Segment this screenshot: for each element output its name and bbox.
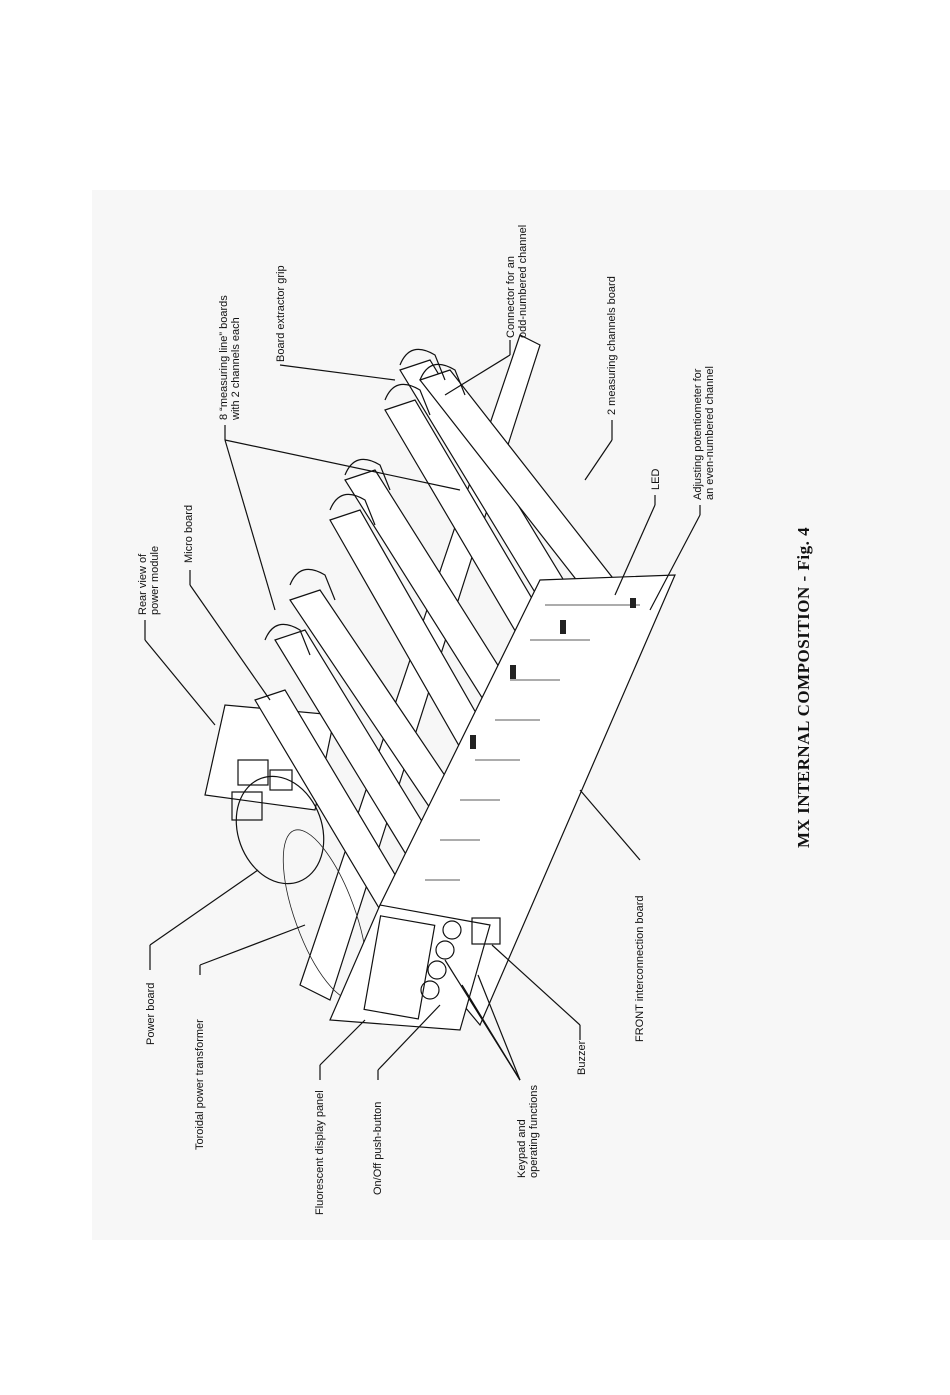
label-measuring-line-boards-line-2: with 2 channels each [230,317,242,420]
front-panel [329,904,491,1031]
label-rear-power-module-line-1: Rear view of [137,553,149,615]
label-on-off-button: On/Off push-button [372,1101,384,1195]
power-board-components [231,759,293,821]
fluorescent-display-shape [363,915,436,1020]
label-potentiometer: Adjusting potentiometer for an even-numb… [692,366,716,500]
extractor-grips [264,348,466,656]
label-odd-connector-line-2: odd-numbered channel [517,224,529,338]
label-potentiometer-line-1: Adjusting potentiometer for [692,368,704,500]
label-led: LED [650,468,662,490]
label-measuring-channels-board: 2 measuring channels board [606,276,618,415]
label-extractor-grip: Board extractor grip [275,265,287,362]
label-keypad: Keypad and operating functions [516,1085,540,1178]
keypad-buttons [420,920,462,1000]
figure-title: MX INTERNAL COMPOSITION - Fig. 4 [794,526,813,848]
front-board-components [425,598,640,881]
label-buzzer: Buzzer [576,1040,588,1075]
label-keypad-line-1: Keypad and [516,1119,528,1178]
label-power-board: Power board [145,982,157,1045]
leader-lines [144,340,701,1081]
label-odd-connector-line-1: Connector for an [505,256,517,338]
label-rear-power-module: Rear view of power module [137,546,161,615]
buzzer-shape [471,917,501,945]
label-micro-board: Micro board [183,504,195,563]
label-keypad-line-2: operating functions [528,1085,540,1178]
label-measuring-line-boards-line-1: 8 “measuring line” boards [218,295,230,420]
label-fluorescent-display: Fluorescent display panel [314,1090,326,1215]
label-front-board: FRONT interconnection board [634,895,646,1042]
label-toroidal-transformer: Toroidal power transformer [194,1019,206,1150]
label-measuring-line-boards: 8 “measuring line” boards with 2 channel… [218,295,242,420]
label-odd-connector: Connector for an odd-numbered channel [505,225,529,338]
label-rear-power-module-line-2: power module [149,545,161,615]
label-potentiometer-line-2: an even-numbered channel [704,366,716,500]
